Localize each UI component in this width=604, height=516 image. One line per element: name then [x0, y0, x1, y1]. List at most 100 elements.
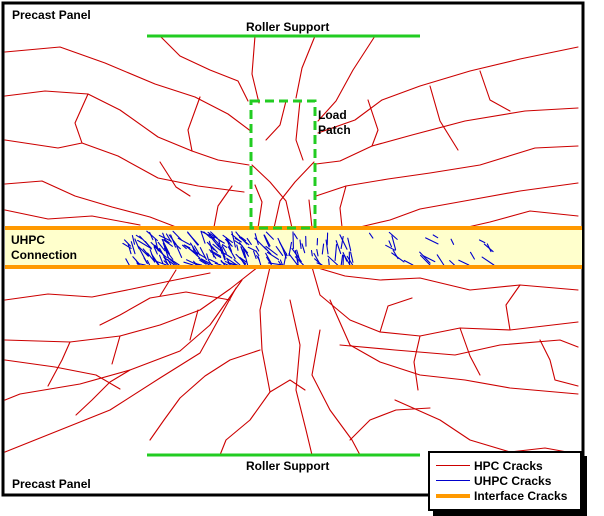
hpc-crack-10 [315, 107, 579, 165]
uhpc-crack-96 [153, 246, 158, 255]
uhpc-crack-196 [368, 232, 374, 239]
uhpc-crack-143 [161, 238, 171, 255]
legend-label-hpc: HPC Cracks [474, 459, 543, 473]
hpc-crack-8 [317, 35, 376, 122]
uhpc-crack-152 [288, 241, 293, 257]
uhpc-crack-9 [265, 245, 278, 256]
uhpc-crack-185 [278, 260, 282, 266]
hpc-crack-50 [459, 327, 481, 376]
uhpc-crack-34 [221, 245, 227, 254]
uhpc-crack-154 [343, 254, 351, 266]
hpc-crack-38 [289, 299, 313, 456]
uhpc-crack-114 [254, 237, 268, 251]
uhpc-crack-139 [234, 240, 242, 246]
hpc-crack-51 [539, 339, 579, 387]
uhpc-crack-39 [172, 230, 183, 241]
uhpc-crack-109 [243, 248, 249, 266]
bottom-support-label: Roller Support [246, 459, 330, 473]
uhpc-crack-124 [200, 230, 216, 239]
uhpc-crack-27 [167, 258, 172, 266]
hpc-crack-25 [339, 185, 347, 228]
uhpc-crack-113 [146, 230, 158, 242]
uhpc-crack-66 [157, 241, 166, 252]
uhpc-crack-175 [275, 246, 284, 256]
uhpc-crack-116 [227, 246, 236, 260]
legend-item-uhpc: UHPC Cracks [436, 474, 576, 488]
hpc-crack-0 [4, 46, 253, 133]
uhpc-crack-37 [198, 257, 211, 266]
uhpc-crack-54 [265, 231, 274, 240]
hpc-crack-17 [308, 199, 313, 229]
uhpc-crack-103 [193, 245, 201, 256]
uhpc-crack-184 [316, 249, 319, 257]
uhpc-crack-58 [210, 251, 222, 259]
uhpc-crack-55 [146, 260, 151, 266]
uhpc-crack-90 [208, 249, 222, 257]
hpc-crack-49 [505, 284, 521, 331]
hpc-crack-46 [47, 341, 71, 387]
uhpc-crack-14 [183, 261, 194, 266]
uhpc-crack-126 [131, 234, 136, 245]
uhpc-crack-133 [240, 257, 246, 266]
hpc-crack-15 [273, 161, 315, 229]
uhpc-crack-167 [293, 233, 298, 240]
uhpc-crack-127 [207, 259, 213, 266]
uhpc-crack-5 [137, 245, 149, 257]
hpc-crack-24 [213, 185, 233, 228]
hpc-crack-42 [159, 269, 177, 297]
hpc-crack-39 [339, 339, 579, 356]
uhpc-crack-137 [163, 260, 170, 266]
uhpc-crack-125 [210, 231, 218, 239]
uhpc-crack-198 [450, 238, 455, 245]
uhpc-crack-206 [486, 243, 492, 253]
uhpc-crack-142 [209, 244, 218, 253]
uhpc-crack-93 [193, 260, 197, 266]
uhpc-crack-199 [388, 240, 393, 248]
connection-label-2: Connection [11, 248, 77, 262]
uhpc-crack-128 [132, 256, 141, 266]
legend-item-interface: Interface Cracks [436, 489, 576, 503]
uhpc-crack-97 [123, 239, 132, 247]
uhpc-crack-26 [134, 238, 140, 250]
uhpc-crack-84 [139, 235, 152, 249]
hpc-crack-7 [295, 35, 316, 99]
uhpc-crack-162 [346, 255, 354, 266]
uhpc-crack-212 [469, 251, 475, 260]
bottom-panel-label: Precast Panel [12, 477, 91, 491]
uhpc-crack-195 [425, 237, 439, 245]
hpc-crack-12 [359, 182, 579, 228]
hpc-crack-43 [111, 335, 121, 365]
uhpc-crack-45 [158, 254, 164, 264]
hpc-crack-30 [4, 287, 237, 453]
uhpc-crack-100 [240, 236, 247, 242]
uhpc-crack-53 [127, 243, 132, 255]
load-patch-label-1: Load [318, 108, 347, 122]
uhpc-crack-1 [222, 252, 226, 261]
hpc-crack-9 [317, 46, 579, 134]
uhpc-crack-138 [231, 231, 236, 248]
uhpc-crack-170 [347, 237, 352, 252]
uhpc-crack-107 [240, 246, 246, 257]
uhpc-crack-30 [208, 258, 218, 264]
uhpc-crack-95 [150, 253, 160, 266]
hpc-crack-2 [4, 139, 245, 193]
hpc-crack-44 [189, 309, 199, 341]
hpc-crack-16 [254, 184, 263, 229]
uhpc-crack-169 [325, 239, 329, 255]
uhpc-crack-192 [436, 254, 445, 266]
uhpc-crack-173 [340, 254, 344, 266]
legend: HPC Cracks UHPC Cracks Interface Cracks [428, 451, 582, 511]
uhpc-crack-209 [388, 231, 398, 240]
hpc-crack-52 [75, 369, 131, 416]
uhpc-crack-51 [208, 240, 215, 258]
uhpc-crack-213 [422, 255, 436, 263]
uhpc-crack-119 [187, 231, 199, 246]
hpc-crack-23 [367, 99, 379, 147]
legend-item-hpc: HPC Cracks [436, 459, 576, 473]
hpc-crack-22 [187, 96, 201, 152]
uhpc-crack-182 [299, 239, 302, 250]
uhpc-crack-140 [150, 241, 163, 255]
uhpc-crack-81 [266, 251, 279, 260]
uhpc-crack-25 [206, 253, 209, 261]
